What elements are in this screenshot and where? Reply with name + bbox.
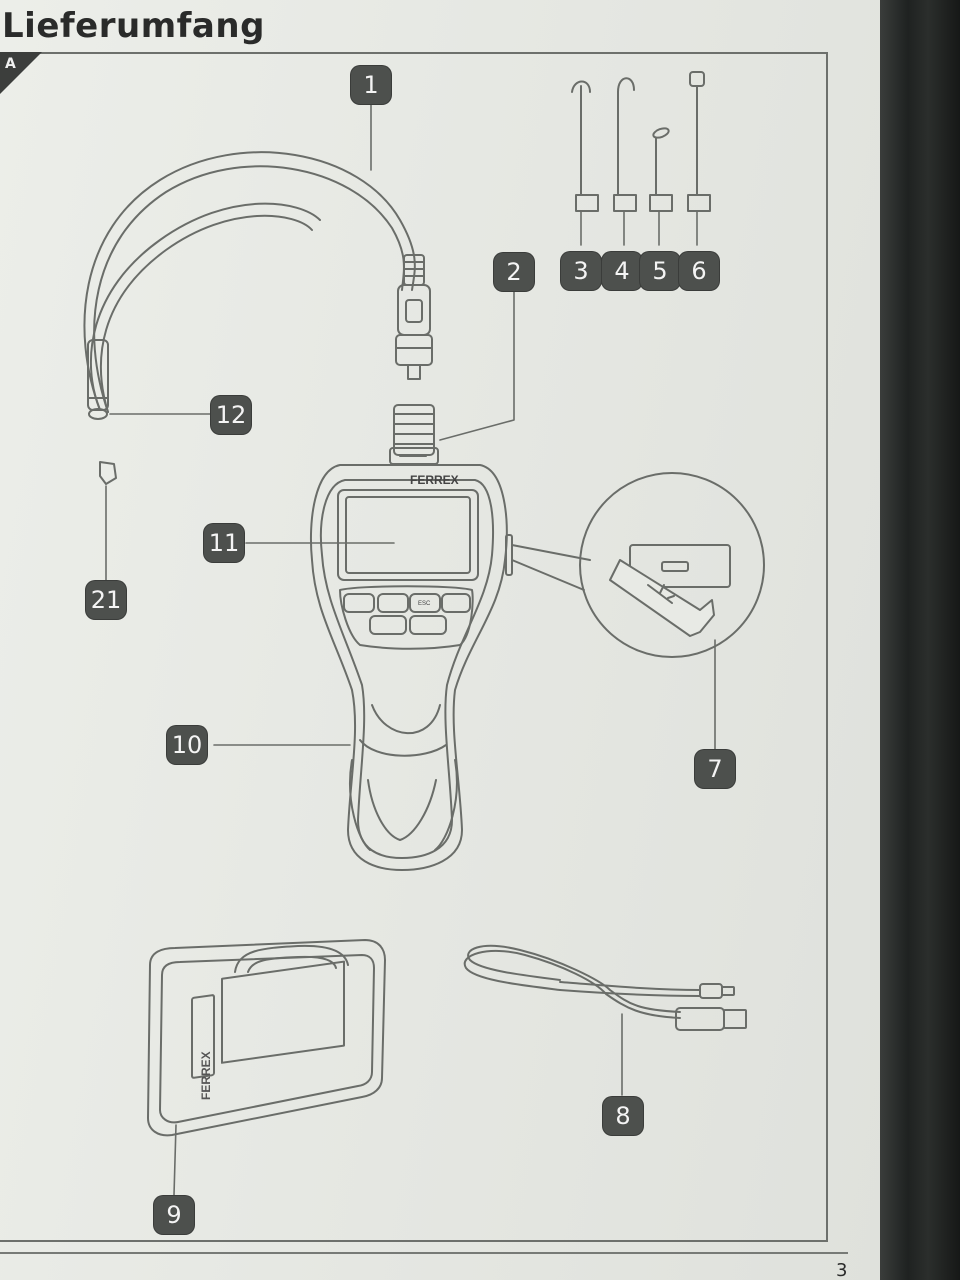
device-socket-drawing [389, 404, 439, 465]
footer-rule [0, 1252, 848, 1254]
handheld-device-drawing [309, 464, 513, 871]
device-brand-text: FERREX [410, 473, 459, 487]
callout-3: 3 [561, 252, 601, 290]
page-number: 3 [836, 1260, 848, 1280]
mirror-attachment-5 [649, 127, 673, 212]
cable-connector-drawing [395, 254, 433, 380]
leader-lines [105, 103, 716, 1196]
callout-6: 6 [679, 252, 719, 290]
hook-attachment-3 [571, 80, 599, 212]
callout-21: 21 [86, 581, 126, 619]
carry-case-drawing [147, 939, 386, 1137]
callout-4: 4 [602, 252, 642, 290]
cap-drawing [99, 461, 117, 485]
callout-12: 12 [211, 396, 251, 434]
callout-10: 10 [167, 726, 207, 764]
case-brand-text: FERREX [199, 1051, 213, 1100]
usb-port-zoom-drawing [511, 472, 765, 658]
magnet-attachment-6 [687, 71, 711, 212]
callout-7: 7 [695, 750, 735, 788]
callout-5: 5 [640, 252, 680, 290]
manual-page: Lieferumfang A [0, 0, 882, 1280]
callout-11: 11 [204, 524, 244, 562]
section-corner [0, 52, 42, 94]
page-title: Lieferumfang [2, 6, 265, 46]
callout-9: 9 [154, 1196, 194, 1234]
background-edge [880, 0, 960, 1280]
figure-frame [0, 52, 828, 1242]
callout-1: 1 [351, 66, 391, 104]
camera-cable-drawing [83, 151, 416, 420]
hook-attachment-4 [613, 77, 637, 212]
usb-cable-drawing [463, 944, 747, 1031]
callout-2: 2 [494, 253, 534, 291]
section-label: A [5, 56, 16, 72]
illustration: FERREX ESC FERREX [83, 71, 765, 1196]
esc-button-label: ESC [418, 601, 431, 607]
callout-8: 8 [603, 1097, 643, 1135]
